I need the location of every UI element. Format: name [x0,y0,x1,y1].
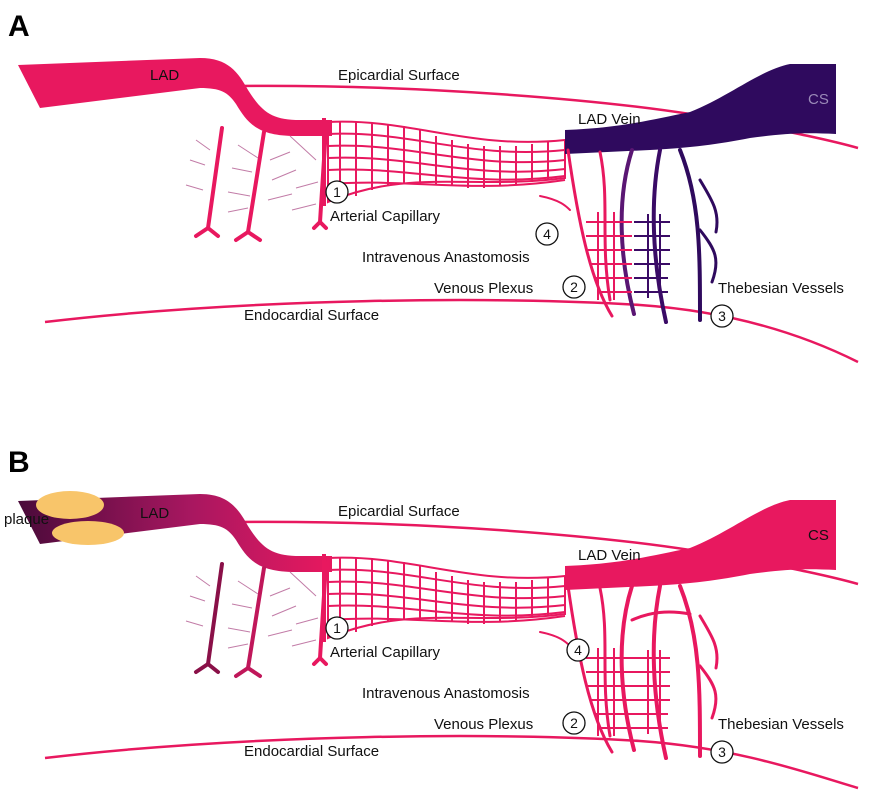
plaque-label: plaque [4,511,49,528]
lad-label: LAD [150,67,179,84]
plaque-lower [52,521,124,545]
epicardial-surface-label: Epicardial Surface [338,503,460,520]
lad-vein-and-cs [565,64,836,154]
svg-text:4: 4 [574,642,582,658]
lad-label: LAD [140,505,169,522]
lad-vein-label: LAD Vein [578,111,641,128]
lad-vein-and-cs [565,500,836,590]
epicardial-surface-line [235,522,690,550]
svg-text:3: 3 [718,744,726,760]
marker-4: 4 [536,223,558,245]
intravenous-anastomosis-label: Intravenous Anastomosis [362,249,530,266]
venous-plexus-label: Venous Plexus [434,280,533,297]
intravenous-anastomosis-label: Intravenous Anastomosis [362,685,530,702]
endocardial-surface-label: Endocardial Surface [244,743,379,760]
capillary-network [324,118,565,206]
panel-a: A [8,10,858,362]
marker-3: 3 [711,741,733,763]
epicardial-surface-line [235,86,690,114]
panel-b-letter: B [8,446,30,479]
marker-1: 1 [326,181,348,203]
svg-text:3: 3 [718,308,726,324]
cs-label: CS [808,91,829,108]
svg-text:1: 1 [333,620,341,636]
endocardial-surface-line [45,736,858,788]
marker-2: 2 [563,712,585,734]
svg-text:2: 2 [570,715,578,731]
thebesian-vessels-label: Thebesian Vessels [718,716,844,733]
marker-2: 2 [563,276,585,298]
epicardial-surface-label: Epicardial Surface [338,67,460,84]
panel-b: B [4,446,858,788]
endocardial-surface-line [45,300,858,362]
svg-text:2: 2 [570,279,578,295]
svg-text:1: 1 [333,184,341,200]
lad-vein-label: LAD Vein [578,547,641,564]
venous-plexus-label: Venous Plexus [434,716,533,733]
penetrating-arteries [196,564,326,676]
arterial-capillary-label: Arterial Capillary [330,208,441,225]
svg-text:4: 4 [543,226,551,242]
marker-3: 3 [711,305,733,327]
arterial-capillary-label: Arterial Capillary [330,644,441,661]
endocardial-surface-label: Endocardial Surface [244,307,379,324]
panel-a-letter: A [8,10,30,43]
marker-4: 4 [567,639,589,661]
capillary-network [324,554,565,642]
marker-1: 1 [326,617,348,639]
penetrating-arteries [196,128,326,240]
thebesian-vessels-label: Thebesian Vessels [718,280,844,297]
cs-label: CS [808,527,829,544]
